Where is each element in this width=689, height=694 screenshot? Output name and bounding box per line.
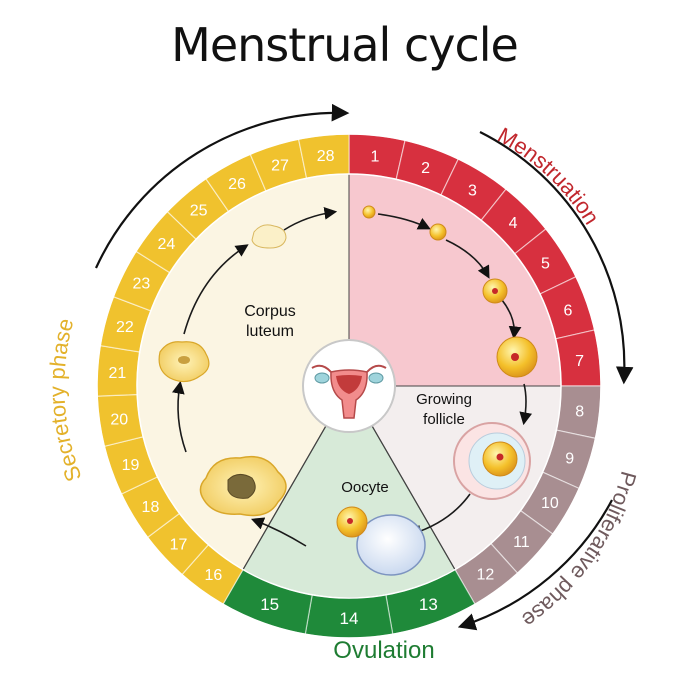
day-label: 18 <box>142 499 160 516</box>
day-label: 3 <box>468 183 477 200</box>
day-label: 11 <box>513 534 530 551</box>
day-label: 9 <box>565 451 574 468</box>
day-label: 14 <box>340 609 359 628</box>
day-label: 24 <box>157 236 175 253</box>
day-label: 21 <box>109 365 127 382</box>
page-title: Menstrual cycle <box>171 18 519 72</box>
arrow-up-1 <box>172 380 187 453</box>
day-label: 27 <box>271 158 289 175</box>
corpus-luteum-label: Corpus <box>244 303 296 320</box>
day-label: 4 <box>509 215 518 232</box>
day-label: 19 <box>122 457 140 474</box>
growing-follicle-label: Growing <box>416 391 472 408</box>
secretory-phase-label: Secretory phase <box>44 316 86 485</box>
arrow-to-top <box>283 207 338 231</box>
oocyte-label: Oocyte <box>341 479 389 496</box>
day-label: 22 <box>116 319 134 336</box>
growing-follicle-icon <box>453 422 531 500</box>
arrow-follicle-1 <box>377 213 431 230</box>
arrow-follicle-2 <box>445 239 490 279</box>
cycle-arrow-top <box>95 103 350 269</box>
day-label: 1 <box>371 148 380 165</box>
corpus-luteum-icon <box>158 224 287 517</box>
arrow-to-corpus-luteum <box>251 517 307 547</box>
inner-cycle-arrows <box>172 207 533 547</box>
day-segment-20: 20 <box>96 393 144 448</box>
cycle-arrows <box>95 103 634 631</box>
follicle-icon <box>362 205 538 378</box>
day-label: 13 <box>419 595 438 614</box>
uterus-icon <box>302 339 396 433</box>
day-label: 5 <box>541 256 550 273</box>
secretory-sector <box>136 174 349 570</box>
day-segment-28: 28 <box>297 133 350 179</box>
growing-follicle-label-line2: follicle <box>423 411 465 428</box>
ovulation-label: Ovulation <box>333 637 434 664</box>
day-label: 6 <box>564 302 573 319</box>
day-label: 25 <box>190 202 208 219</box>
day-segment-1: 1 <box>348 133 406 181</box>
day-label: 28 <box>317 148 335 165</box>
day-label: 12 <box>476 567 494 584</box>
arrow-follicle-4 <box>519 383 533 426</box>
day-segment-8: 8 <box>555 385 602 440</box>
day-label: 10 <box>541 495 559 512</box>
day-label: 8 <box>575 403 584 420</box>
ring-border <box>96 133 602 639</box>
menstruation-sector <box>349 174 561 386</box>
corpus-luteum-label-line2: luteum <box>246 323 294 340</box>
day-segment-7: 7 <box>554 329 602 387</box>
day-label: 17 <box>170 536 188 553</box>
day-label: 2 <box>421 160 430 177</box>
day-label: 20 <box>110 412 128 429</box>
cycle-arrow-right <box>479 131 634 385</box>
arrow-up-2 <box>183 244 249 335</box>
day-label: 15 <box>260 595 279 614</box>
day-label: 26 <box>228 176 246 193</box>
cycle-arrow-bottom <box>457 499 613 631</box>
day-segment-21: 21 <box>96 344 141 397</box>
arrow-follicle-3 <box>501 299 522 340</box>
ring-border <box>136 173 562 599</box>
day-segment-14: 14 <box>304 594 394 639</box>
oocyte-icon <box>336 506 426 576</box>
day-label: 16 <box>204 567 222 584</box>
day-label: 7 <box>575 353 584 370</box>
day-label: 23 <box>133 275 151 292</box>
